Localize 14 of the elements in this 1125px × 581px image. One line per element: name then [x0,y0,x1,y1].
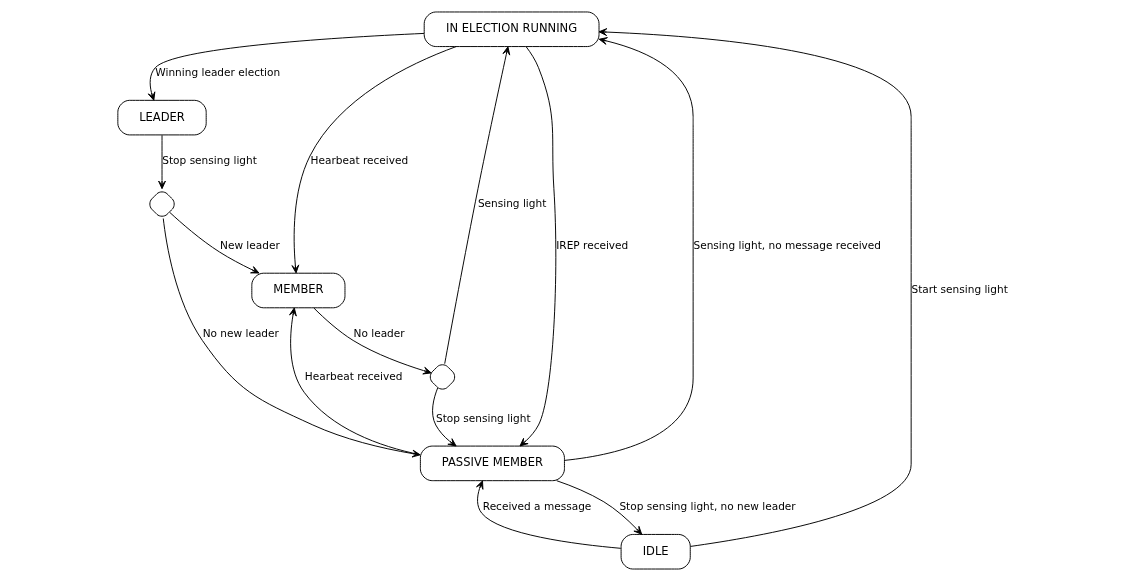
edge-label: No leader [353,327,405,340]
edge-label: Stop sensing light [435,411,531,424]
edge-label: Hearbeat received [304,369,402,382]
edge-label: Sensing light, no message received [692,239,881,252]
edge-label: No new leader [202,327,279,340]
edge-label: Start sensing light [910,283,1008,296]
edge-label: Stop sensing light, no new leader [618,500,796,513]
edge-label: Stop sensing light [161,154,257,167]
edge-label: IREP received [555,239,628,252]
edge-label: New leader [219,239,280,252]
edge-label: Sensing light [477,196,546,209]
edge-label: Winning leader election [154,66,280,79]
edge-label: Hearbeat received [310,154,408,167]
edge-label: Received a message [482,500,591,513]
